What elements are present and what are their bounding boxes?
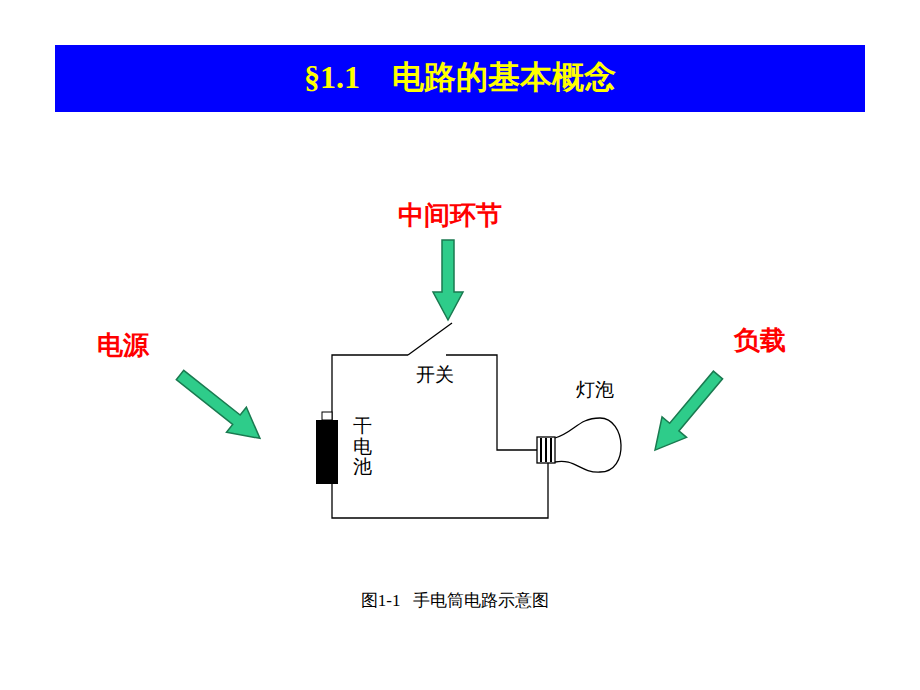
wires	[332, 323, 548, 518]
thread-line	[545, 438, 547, 462]
part-name: 灯泡	[576, 377, 614, 403]
bulb-glass	[555, 418, 621, 472]
green-arrow	[643, 365, 731, 461]
thread-line	[550, 438, 552, 462]
switch-blade	[408, 323, 452, 355]
green-arrow	[433, 240, 463, 320]
callout-label: 中间环节	[398, 198, 502, 233]
battery-terminal	[322, 412, 332, 420]
callout-label: 电源	[97, 328, 149, 363]
pointer-arrows	[170, 240, 730, 460]
thread-line	[540, 438, 542, 462]
figure-caption: 图1-1 手电筒电路示意图	[361, 589, 549, 612]
slide-title: §1.1 电路的基本概念	[304, 56, 616, 100]
bulb-thread	[541, 438, 551, 462]
part-name: 干电池	[353, 416, 372, 479]
green-arrow	[170, 362, 270, 450]
battery-symbol	[316, 420, 338, 484]
bulb-base	[537, 437, 555, 463]
wire	[446, 355, 537, 450]
callout-label: 负载	[734, 323, 786, 358]
wire	[332, 355, 408, 420]
part-name: 开关	[416, 362, 454, 388]
